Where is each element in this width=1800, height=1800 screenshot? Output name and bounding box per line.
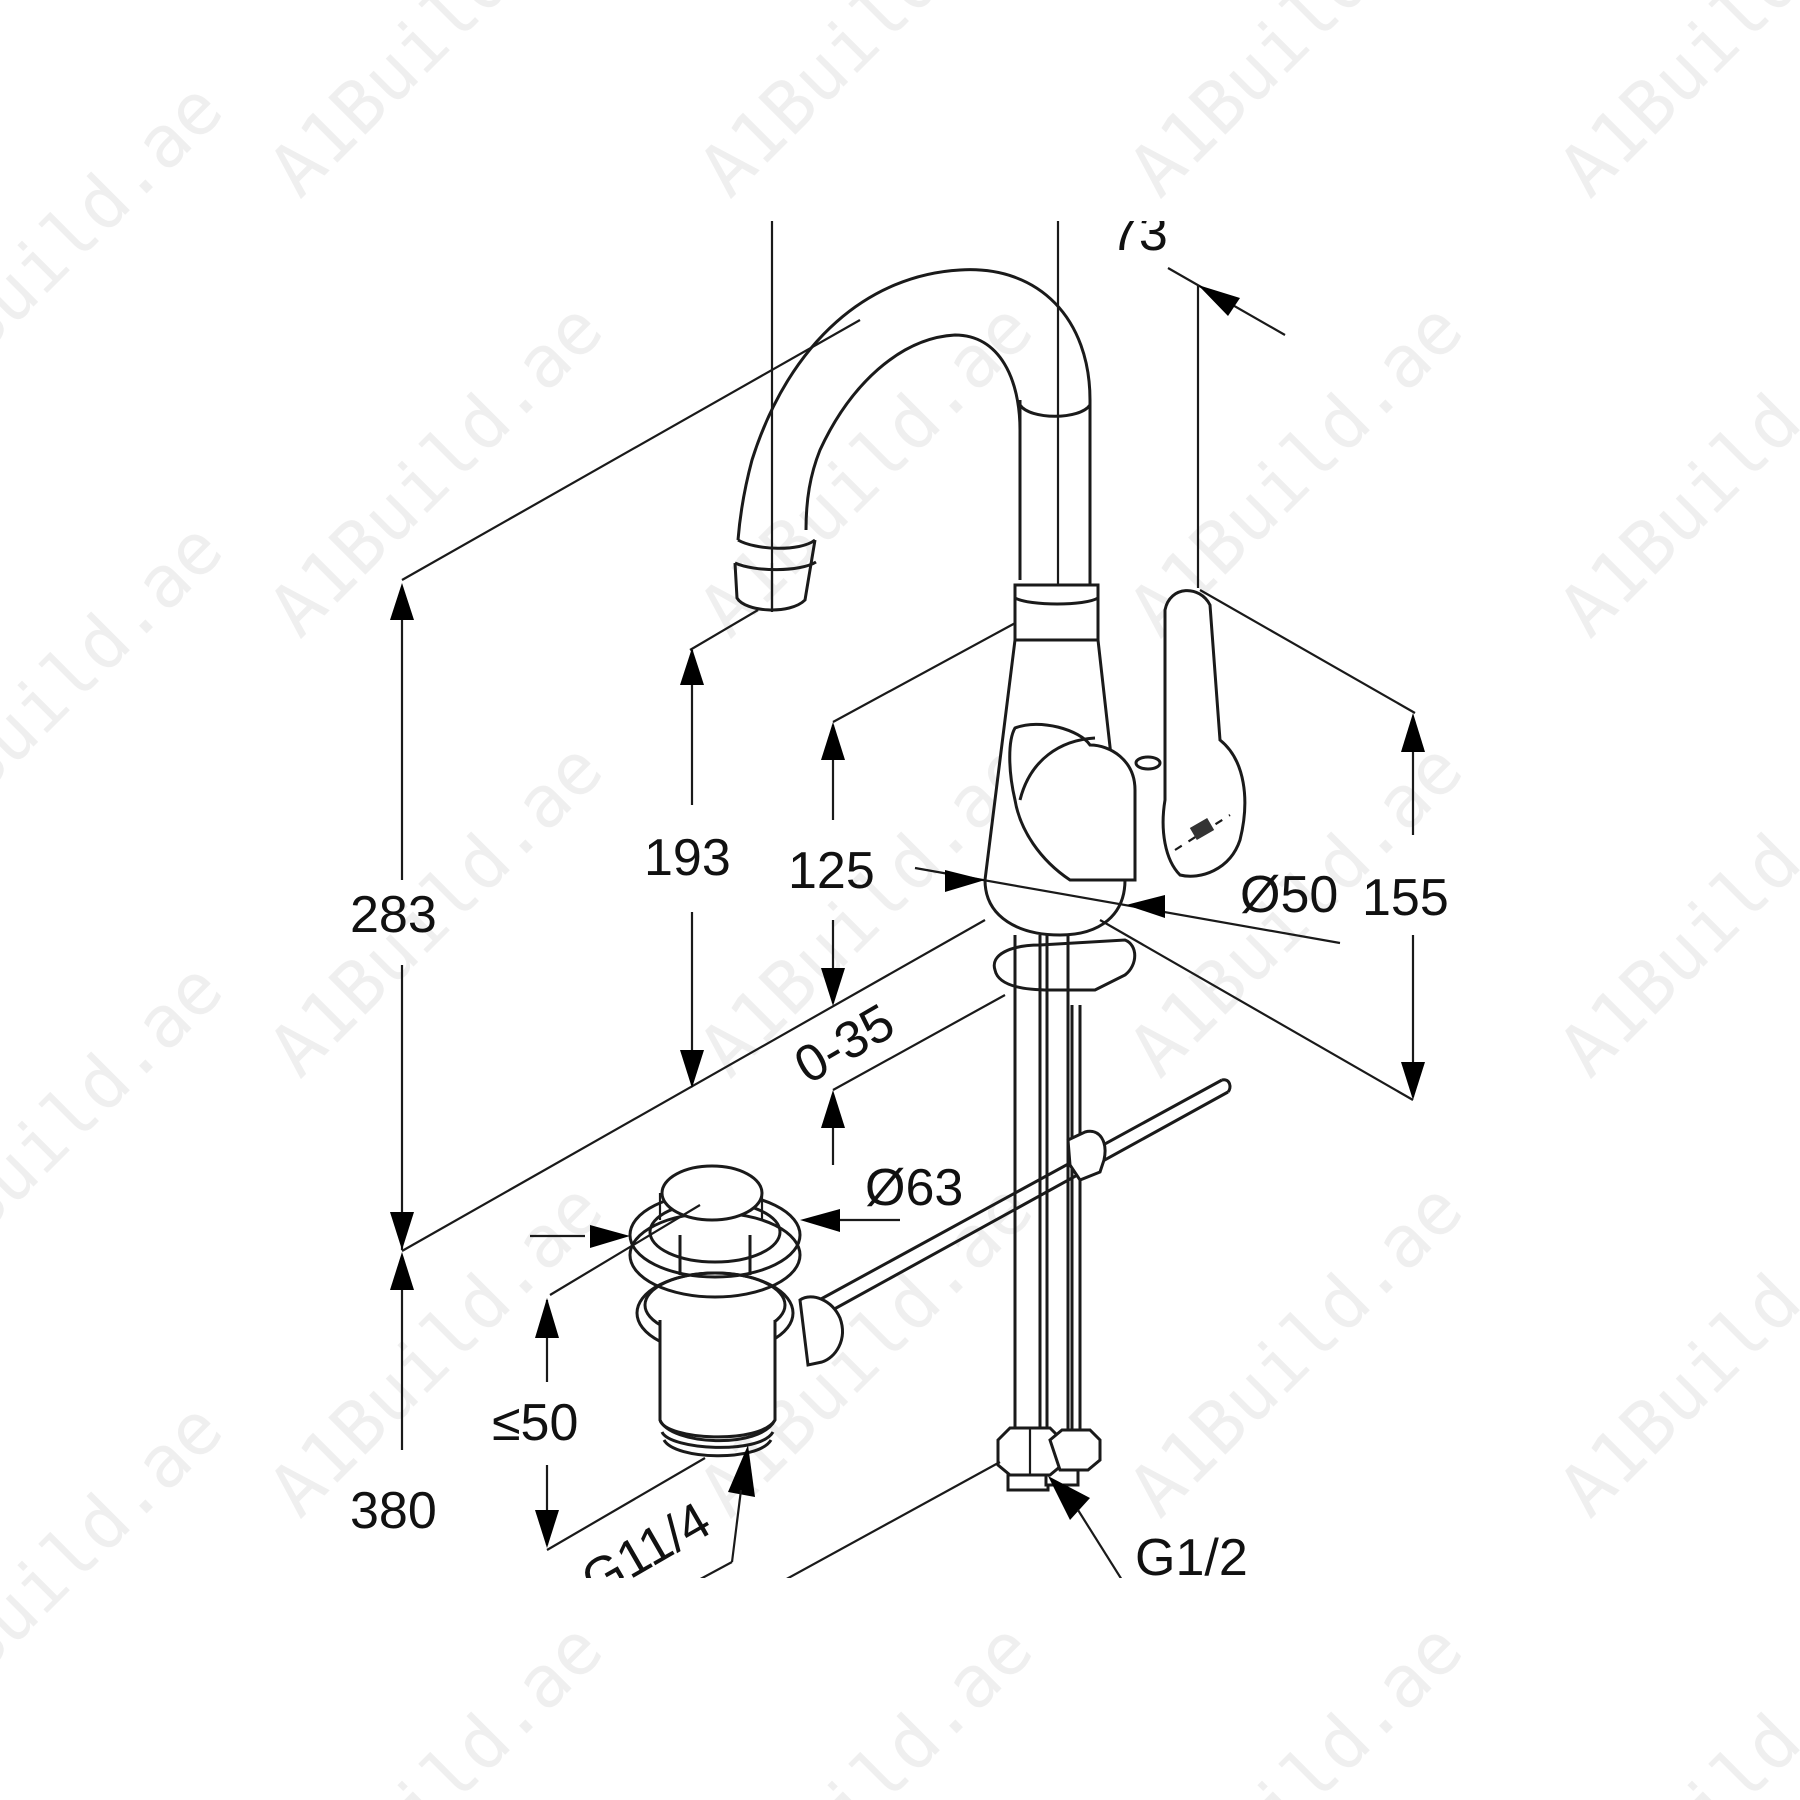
arrow-up-icon	[680, 648, 704, 685]
arrow-right-icon	[590, 1225, 630, 1248]
arrow-up-icon	[821, 722, 845, 760]
watermark: A1Build.ae	[1543, 726, 1800, 1092]
dim-label-283: 283	[350, 886, 437, 944]
drawing-area: 283 193 125	[350, 204, 1449, 1610]
popup-rod	[809, 1078, 1232, 1320]
arrow-up-icon	[390, 583, 414, 620]
mounting-assembly	[992, 935, 1137, 1492]
watermark: A1Build.ae	[1113, 1606, 1479, 1800]
dim-label-73: 73	[1110, 204, 1168, 262]
spout	[733, 268, 1092, 612]
dim-283-extension-top	[401, 319, 861, 581]
dim-label-waste-thread: G11/4	[572, 1491, 720, 1610]
arrow-up-icon	[821, 1090, 845, 1128]
arrow-left-icon	[800, 1209, 840, 1232]
dim-label-body-diameter: Ø50	[1240, 866, 1338, 924]
dim-label-380: 380	[350, 1482, 437, 1540]
watermark: A1Build.ae	[1543, 286, 1800, 652]
watermark: A1Build.ae	[683, 0, 1049, 212]
watermark: A1Build.ae	[1113, 1166, 1479, 1532]
watermark: A1Build.ae	[253, 0, 619, 212]
watermark: A1Build.ae	[253, 286, 619, 652]
arrow-down-icon	[390, 1212, 414, 1250]
arrow-down-icon	[680, 1050, 704, 1088]
arrow-up-icon	[535, 1298, 559, 1338]
dim-label-supply-thread: G1/2	[1135, 1529, 1248, 1587]
arrow-down-icon	[1401, 1062, 1425, 1100]
arrow-up-icon	[390, 1252, 414, 1290]
watermark: A1Build.ae	[0, 506, 239, 872]
watermark: A1Build.ae	[253, 1166, 619, 1532]
watermark: A1Build.ae	[1543, 1606, 1800, 1800]
logo-icon	[1189, 817, 1215, 841]
deck-line	[401, 919, 986, 1252]
arrow-down-icon	[535, 1510, 559, 1548]
mixer-body	[983, 583, 1162, 937]
dim-label-193: 193	[644, 829, 731, 887]
dim-label-155: 155	[1362, 869, 1449, 927]
dim-label-waste-depth: ≤50	[492, 1394, 578, 1452]
dim-label-waste-diameter: Ø63	[865, 1159, 963, 1217]
watermark: A1Build.ae	[1113, 0, 1479, 212]
arrow-up-icon	[728, 1445, 755, 1497]
watermark: A1Build.ae	[1543, 0, 1800, 212]
lever-handle	[1161, 589, 1247, 878]
arrow-up-icon	[1401, 713, 1425, 752]
arrow-right-icon	[945, 870, 985, 892]
watermark: A1Build.ae	[253, 1606, 619, 1800]
watermark: A1Build.ae	[1543, 1166, 1800, 1532]
watermark: A1Build.ae	[683, 1606, 1049, 1800]
arrow-icon	[1198, 285, 1240, 316]
watermark: A1Build.ae	[0, 946, 239, 1312]
dim-label-125: 125	[788, 842, 875, 900]
watermark: A1Build.ae	[0, 1386, 239, 1752]
watermark: A1Build.ae	[1113, 286, 1479, 652]
arrow-down-icon	[821, 968, 845, 1006]
arrow-up-left-icon	[1048, 1476, 1090, 1520]
arrow-left-icon	[1126, 895, 1165, 918]
watermark: A1Build.ae	[0, 66, 239, 432]
popup-waste	[628, 1164, 844, 1458]
